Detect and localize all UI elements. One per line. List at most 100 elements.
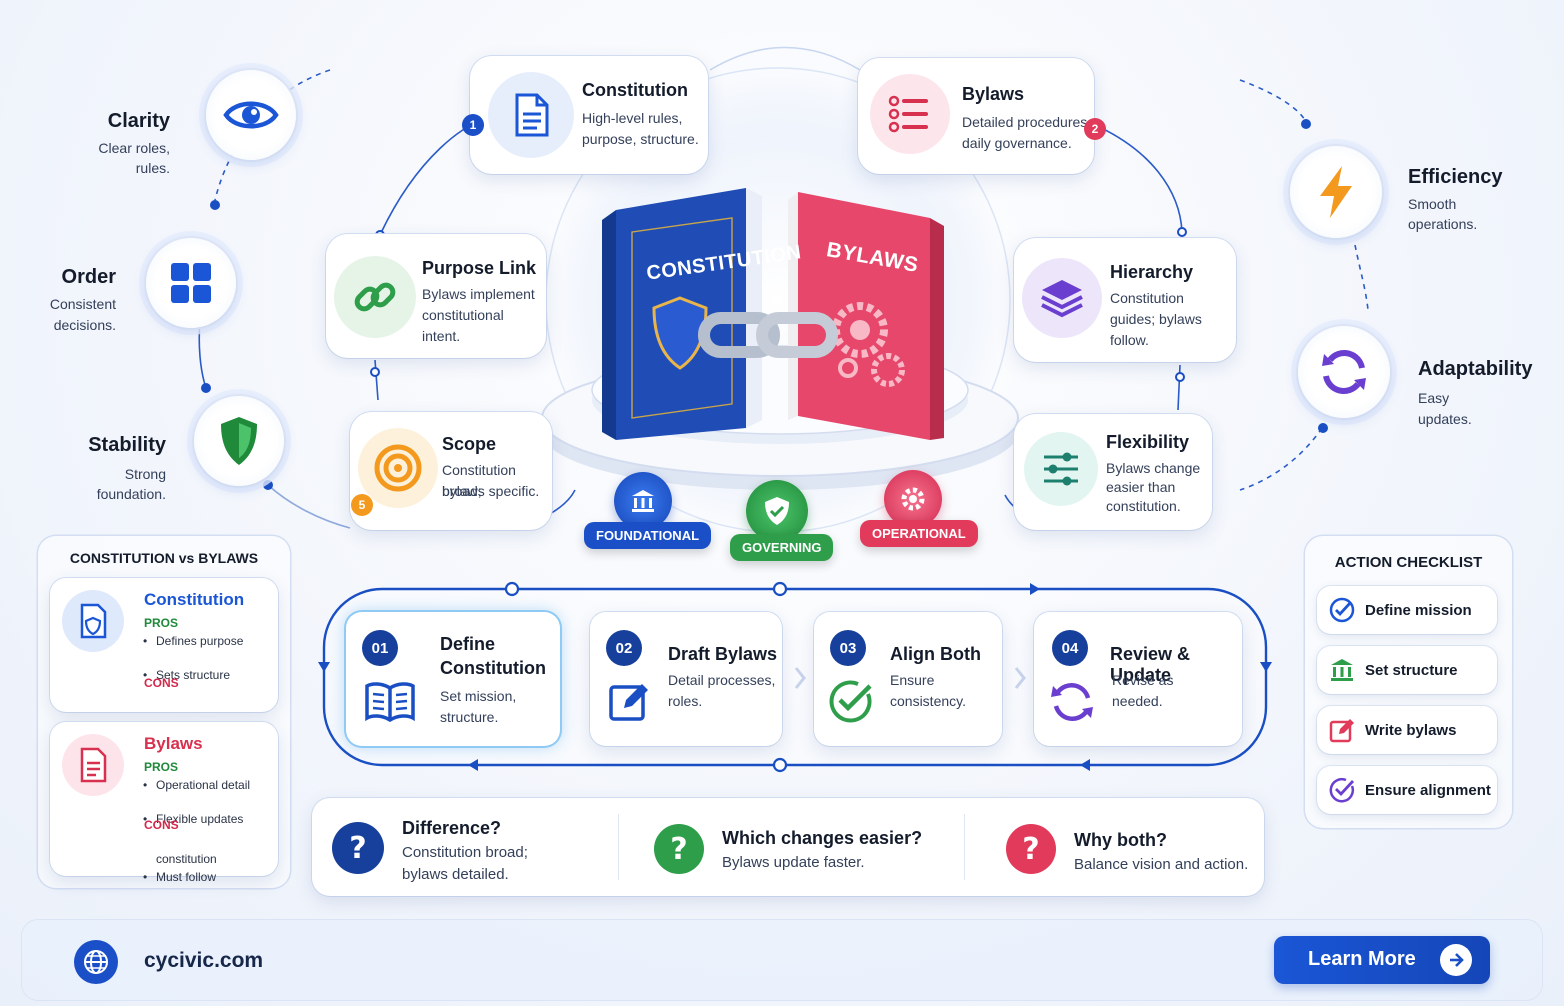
central-hub-illustration [541,188,1019,490]
node-desc-line: Bylaws implement [422,286,535,302]
step-desc-line: needed. [1112,693,1163,709]
node-flexibility[interactable]: Flexibility Bylaws change easier than co… [1014,414,1212,530]
node-desc-line: guides; bylaws [1110,311,1202,327]
faq-question: Why both? [1074,830,1167,850]
step-title: Align Both [890,644,981,664]
faq-answer-line: bylaws detailed. [402,866,509,883]
action-checklist-panel: ACTION CHECKLIST Define mission Set stru… [1305,536,1512,828]
gear-icon [884,470,942,528]
layers-icon [1022,258,1102,338]
node-desc-line: Detailed procedures, [962,114,1092,130]
cons-label: CONS [144,676,179,690]
checklist-item-label: Write bylaws [1365,721,1457,739]
footer-bar: cycivic.com Learn More [22,920,1542,1000]
step-desc-line: roles. [668,693,703,709]
node-desc-line: daily governance. [962,135,1072,151]
benefit-desc-line: rules. [135,160,170,176]
site-link[interactable]: cycivic.com [144,949,264,972]
node-constitution[interactable]: Constitution High-level rules, purpose, … [470,56,708,174]
node-number-badge: 2 [1084,118,1106,140]
benefit-title: Efficiency [1408,166,1503,188]
node-purpose-link[interactable]: Purpose Link Bylaws implement constituti… [326,234,546,358]
benefit-desc-line: operations. [1408,216,1478,232]
learn-more-button[interactable]: Learn More [1274,936,1490,984]
eye-icon [206,70,296,160]
checklist-item-write-bylaws[interactable]: Write bylaws [1317,706,1497,754]
faq-divider [618,814,619,880]
step-desc-line: structure. [440,709,499,725]
pros-label: PROS [144,616,179,630]
step-desc-line: Ensure [890,672,935,688]
open-book-icon [364,680,416,727]
node-hierarchy[interactable]: Hierarchy Constitution guides; bylaws fo… [1014,238,1236,362]
pros-item: Sets structure [140,667,368,684]
tag-governing: GOVERNING [730,534,834,561]
step-desc-line: consistency. [890,693,966,709]
comparison-heading: CONSTITUTION vs BYLAWS [69,550,259,566]
step-card-1[interactable]: 01 Define Constitution Set mission, stru… [346,612,560,746]
benefit-desc-line: updates. [1418,411,1472,427]
node-scope[interactable]: Scope Constitution broad; bylaws specifi… [350,412,552,530]
benefit-title: Stability [88,434,166,456]
checklist-item-ensure-alignment[interactable]: Ensure alignment [1317,766,1497,814]
faq-divider [964,814,965,880]
question-icon: ? [332,822,384,874]
node-number-badge: 1 [462,114,484,136]
node-desc-line: constitutional [422,307,504,323]
faq-answer-line: Balance vision and action. [1074,856,1249,873]
faq-answer-line: Bylaws update faster. [722,854,865,871]
constitution-book [602,188,762,440]
step-desc-line: Revise as [1112,672,1174,688]
checklist-item-label: Set structure [1365,661,1458,679]
node-desc-line: Bylaws change [1106,460,1201,476]
cons-item-continued: constitution [156,852,217,866]
benefit-desc-line: Consistent [49,296,116,312]
step-number: 02 [606,630,642,666]
step-card-4[interactable]: 04 Review & Update Revise as needed. [1034,612,1242,746]
checklist-item-define-mission[interactable]: Define mission [1317,586,1497,634]
tag-foundational: FOUNDATIONAL [584,522,712,549]
benefit-desc-line: Clear roles, [98,140,170,156]
node-bylaws[interactable]: Bylaws Detailed procedures, daily govern… [858,58,1094,174]
document-shield-icon [62,590,124,652]
compare-card-constitution[interactable]: Constitution PROS Defines purpose Sets s… [50,578,278,744]
pros-item: Defines purpose [140,633,368,650]
benefit-desc-line: Smooth [1408,196,1457,212]
benefit-title: Order [61,266,116,288]
benefit-desc-line: Strong [124,466,166,482]
sliders-icon [1024,432,1098,506]
node-desc-line: constitution. [1106,498,1181,514]
step-title: Review & Update [1110,644,1191,685]
target-check-icon [1329,597,1355,623]
building-icon [1329,657,1355,683]
node-desc-line: purpose, structure. [582,131,699,147]
step-card-3[interactable]: 03 Align Both Ensure consistency. [814,612,1002,746]
compare-card-bylaws[interactable]: Bylaws PROS Operational detail Flexible … [50,722,278,886]
compare-title: Bylaws [144,734,203,753]
node-desc-line: easier than [1106,479,1176,495]
benefit-desc-line: Easy [1418,390,1450,406]
step-number: 01 [362,630,398,666]
benefit-title: Adaptability [1418,358,1533,380]
learn-more-label: Learn More [1308,948,1416,970]
step-number: 04 [1052,630,1088,666]
tag-operational: OPERATIONAL [860,520,978,547]
check-circle-icon [1329,777,1355,803]
link-icon [334,256,416,338]
step-number: 03 [830,630,866,666]
chain-link-icon [698,312,838,358]
comparison-panel: CONSTITUTION vs BYLAWS Constitution PROS… [38,536,290,888]
pros-label: PROS [144,760,179,774]
node-desc-line: follow. [1110,332,1149,348]
check-circle-icon [828,678,874,729]
node-desc-line: Constitution [1110,290,1184,306]
step-title: Draft Bylaws [668,644,778,664]
document-lines-icon [62,734,124,796]
step-card-2[interactable]: 02 Draft Bylaws Detail processes, roles. [590,612,782,746]
checklist-item-set-structure[interactable]: Set structure [1317,646,1497,694]
arrow-right-icon [1440,944,1472,976]
benefit-desc-line: foundation. [96,486,166,502]
node-title: Purpose Link [422,258,537,278]
edit-pencil-icon [608,680,650,727]
faq-question: Difference? [402,818,502,838]
